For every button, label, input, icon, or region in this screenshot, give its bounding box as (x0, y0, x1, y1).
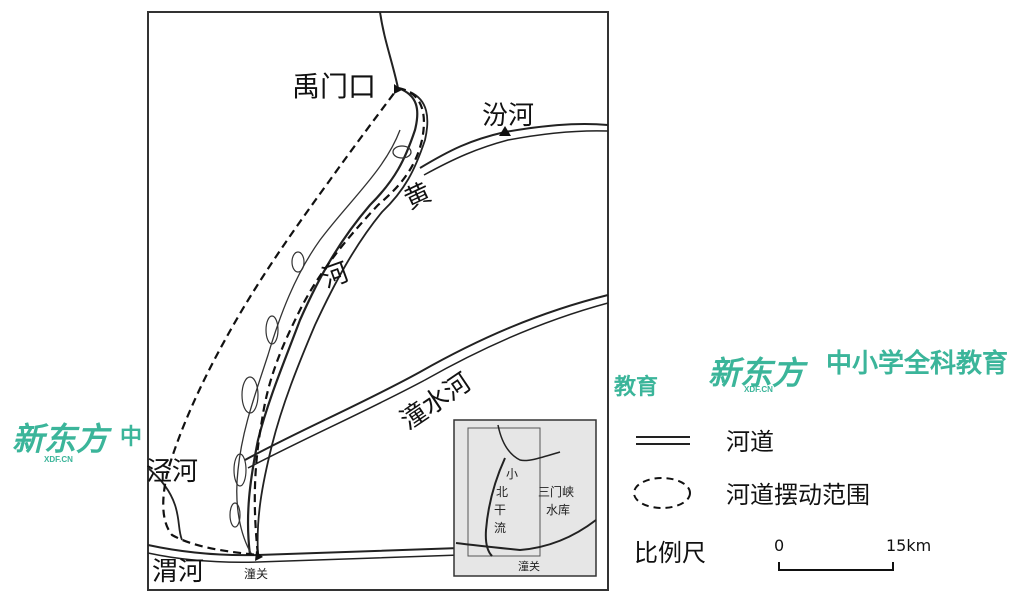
sandbar-4 (241, 376, 259, 414)
jinghe-line (147, 467, 183, 541)
sandbar-2 (291, 251, 305, 273)
yellow-river-channel-a (246, 86, 419, 556)
legend-channel-label: 河道 (726, 428, 774, 456)
yellow-river-braid (236, 129, 401, 556)
watermark-partial-jiaoyu: 教育 (614, 374, 658, 399)
label-weihe: 渭河 (152, 557, 204, 587)
watermark-brand-left: 新东方 (12, 421, 112, 457)
inset-sanmenxia: 三门峡 (538, 484, 574, 499)
inset-bei: 北 (496, 485, 508, 499)
swing-range-outline (162, 86, 426, 557)
inset-tongguan: 潼关 (518, 559, 540, 573)
inset-frame (453, 419, 597, 577)
zhangshuihe-line-b (247, 302, 609, 469)
label-jinghe: 泾河 (146, 457, 198, 487)
weihe-line-a (147, 544, 461, 557)
legend-swing-label: 河道摆动范围 (726, 481, 870, 509)
legend-scale-label: 比例尺 (634, 539, 706, 567)
legend: 河道 河道摆动范围 比例尺 0 15km (633, 428, 931, 571)
inset-focus-box (467, 427, 541, 557)
sandbar-3 (265, 315, 279, 345)
sandbar-6 (229, 502, 241, 528)
inset-gan: 干 (494, 503, 506, 517)
fenhe-marker (499, 126, 511, 136)
label-yumenkou: 禹门口 (292, 70, 376, 103)
scale-start: 0 (774, 536, 784, 555)
legend-swing-symbol (633, 477, 691, 509)
inset-shuiku: 水库 (546, 502, 570, 517)
watermark-left: 新东方 XDF.CN 中 (12, 421, 142, 464)
inset-yellow-river (484, 457, 506, 557)
scale-end: 15km (886, 536, 931, 555)
yellow-river-channel-b (256, 91, 429, 556)
label-fenhe: 汾河 (482, 101, 534, 131)
fenhe-line-b (423, 130, 609, 176)
watermark-brand-sub-right: XDF.CN (744, 385, 773, 394)
inset-liu: 流 (494, 521, 506, 535)
inset-xiao: 小 (506, 467, 518, 481)
upper-river (379, 11, 399, 89)
watermark-partial-zhong: 中 (120, 424, 142, 449)
watermark-brand-right: 新东方 (708, 355, 808, 391)
inset-weihe (455, 519, 597, 552)
label-tongguan: 潼关 (244, 566, 268, 581)
watermark-slogan: 中小学全科教育 (826, 348, 1008, 378)
inset-map: 小 北 干 流 三门峡 水库 潼关 (453, 419, 597, 577)
zhangshuihe-line-a (244, 294, 609, 461)
watermark-brand-sub-left: XDF.CN (44, 455, 73, 464)
scale-bar (778, 562, 894, 571)
sandbar-1 (392, 145, 412, 159)
weihe-line-b (147, 552, 461, 563)
yumenkou-marker (394, 84, 402, 94)
watermark-right: 教育 新东方 XDF.CN 中小学全科教育 (614, 348, 1008, 399)
inset-fenhe (497, 424, 561, 462)
sandbar-5 (233, 453, 247, 487)
tongguan-marker (255, 551, 263, 561)
